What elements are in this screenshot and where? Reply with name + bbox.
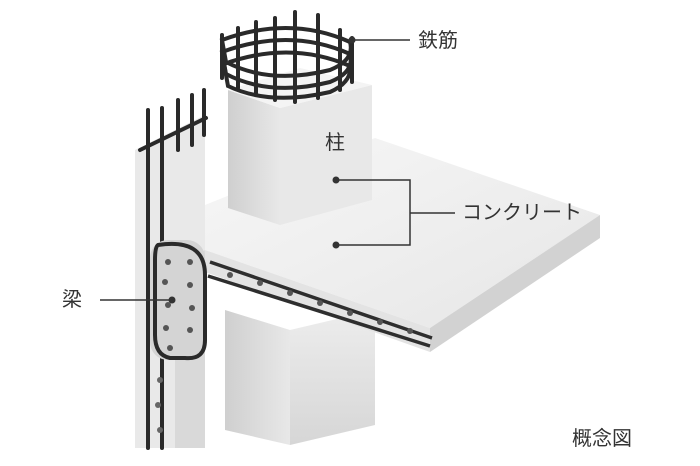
- column-rebar-cage: [219, 10, 354, 104]
- lower-column: [225, 310, 375, 445]
- beam-label: 梁: [62, 287, 82, 311]
- leader-lines: [100, 39, 455, 301]
- caption-label: 概念図: [572, 426, 632, 450]
- concrete-label: コンクリート: [462, 200, 582, 224]
- leader-dots: [168, 36, 356, 304]
- beam-section: [150, 240, 207, 433]
- slab-rebar: [207, 260, 433, 348]
- upper-column: [228, 68, 372, 225]
- rebar-label: 鉄筋: [418, 28, 458, 52]
- column-label: 柱: [325, 130, 345, 154]
- slab-rebar-dots: [227, 272, 413, 334]
